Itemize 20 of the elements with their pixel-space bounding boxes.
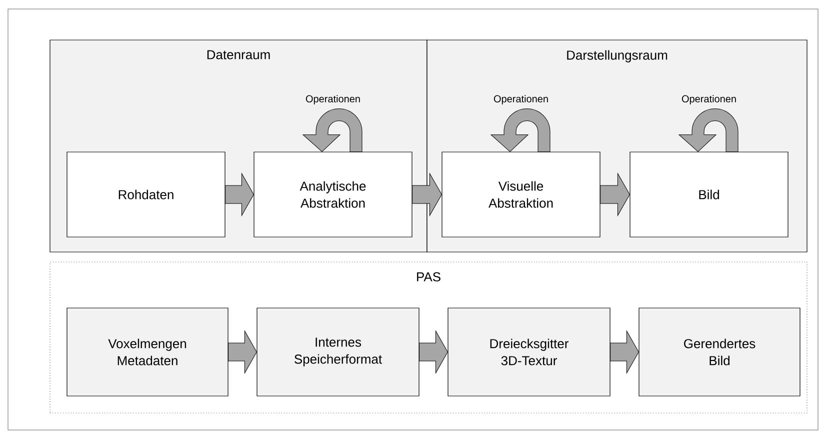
u-turn-arrow xyxy=(302,108,362,152)
block-arrow xyxy=(225,173,254,216)
process-box: Rohdaten xyxy=(66,152,226,238)
edge-label: Operationen xyxy=(306,95,360,104)
u-turn-arrow xyxy=(490,108,550,152)
edge-label: Operationen xyxy=(494,95,548,104)
process-box: Voxelmengen Metadaten xyxy=(66,308,228,396)
block-arrow xyxy=(419,330,448,374)
edge-label: Operationen xyxy=(682,95,736,104)
process-box: Visuelle Abstraktion xyxy=(442,152,600,238)
process-box: Internes Speicherformat xyxy=(256,308,420,396)
block-arrow xyxy=(600,173,630,216)
u-turn-arrow xyxy=(678,108,738,152)
block-arrow xyxy=(610,330,639,374)
process-box: Dreiecksgitter 3D-Textur xyxy=(448,308,610,396)
block-arrow xyxy=(412,173,442,216)
process-box: Bild xyxy=(630,152,788,238)
process-box: Gerendertes Bild xyxy=(638,308,800,396)
block-arrow xyxy=(228,330,257,374)
process-box: Analytische Abstraktion xyxy=(254,152,412,238)
